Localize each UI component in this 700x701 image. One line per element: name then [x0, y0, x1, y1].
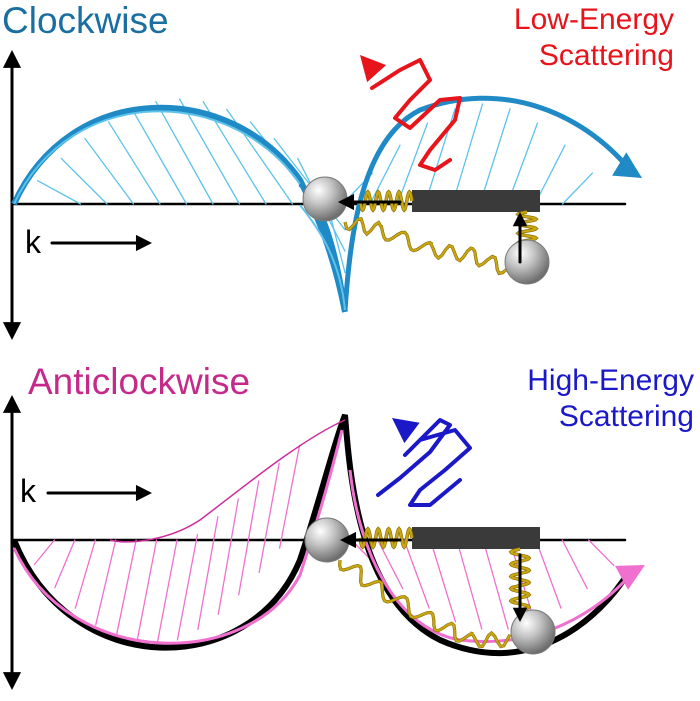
top-molecule-bar: [412, 190, 540, 212]
cw-rung-1-6: [155, 100, 214, 205]
acw-rung-1-8: [176, 533, 199, 641]
clockwise-wave-arch-1: [11, 104, 348, 313]
high-energy-photon-arrowhead: [392, 418, 420, 444]
acw-rung-1-2: [54, 539, 76, 589]
acw-rung-2-9: [561, 539, 588, 590]
low-energy-line: Low-Energy: [513, 3, 674, 36]
acw-rung-2-8: [535, 539, 562, 609]
clockwise-wave-dip: [299, 204, 346, 311]
bottom-wavy-spring: [338, 559, 511, 648]
acw-rung-1-3: [74, 539, 96, 609]
acw-rung-2-6: [482, 539, 509, 630]
acw-rung-1-9: [197, 516, 219, 631]
acw-rung-2-10: [587, 539, 615, 567]
scattering-line-top: Scattering: [538, 39, 674, 72]
top-wavy-spring-shadow: [343, 216, 513, 276]
cw-rung-1-3: [84, 137, 135, 205]
acw-rung-2-5: [456, 539, 483, 630]
top-ball-right-motion-arrow-head: [512, 212, 528, 227]
clockwise-wave-highlight: [13, 110, 301, 205]
bottom-ball-right-motion-arrow-head: [512, 607, 528, 622]
cw-rung-2-3: [396, 122, 429, 205]
cw-rung-1-1: [36, 179, 82, 205]
low-energy-photon-arrowhead: [360, 55, 387, 83]
top-ball-left: [302, 176, 348, 222]
cw-rung-2-9: [561, 172, 594, 205]
acw-rung-1-1: [33, 539, 56, 566]
top-ball-right: [504, 239, 550, 285]
anticlockwise-wave-arch-1: [12, 429, 344, 645]
wavevector-k-label-bottom: k: [20, 473, 36, 509]
bottom-k-arrow-head: [135, 484, 152, 502]
acw-rung-1-6: [135, 539, 158, 645]
top-wavy-spring: [344, 217, 513, 275]
acw-rung-2-2: [377, 539, 404, 590]
cw-rung-1-7: [178, 98, 241, 205]
top-k-arrow-head: [135, 234, 152, 252]
cw-rung-2-2: [369, 144, 401, 205]
scattering-line-bottom: Scattering: [558, 400, 694, 433]
clockwise-wave-arrowhead: [612, 152, 642, 178]
top-ball-left-motion-arrow-head: [338, 193, 355, 211]
acw-rung-2-4: [429, 539, 457, 623]
clockwise-wave-arch-2: [298, 95, 632, 311]
high-energy-scattering-label: High-Energy Scattering: [527, 363, 694, 435]
cw-rung-1-5: [131, 108, 188, 205]
anticlockwise-wave-shadow: [11, 413, 633, 656]
bottom-ball-right: [510, 609, 556, 655]
anticlockwise-title: Anticlockwise: [28, 361, 251, 402]
cw-rung-2-6: [479, 108, 511, 205]
bottom-molecule-bar: [412, 527, 540, 549]
acw-rung-2-3: [403, 539, 430, 609]
acw-rung-1-11: [238, 480, 260, 596]
high-energy-photon: [376, 418, 472, 507]
acw-rung-1-13: [278, 444, 301, 549]
wavevector-k-label-top: k: [25, 224, 41, 260]
anticlockwise-wave-arrowhead: [615, 565, 645, 590]
clockwise-title: Clockwise: [2, 0, 169, 41]
acw-rung-1-12: [258, 462, 280, 574]
acw-rung-1-4: [95, 539, 117, 626]
high-energy-line: High-Energy: [527, 364, 694, 397]
bottom-spring-left: [358, 527, 414, 549]
cw-rung-2-5: [451, 103, 484, 205]
acw-rung-1-7: [156, 539, 178, 646]
anticlockwise-wave-twist: [109, 419, 346, 543]
acw-rung-1-10: [217, 498, 239, 615]
acw-rung-1-5: [115, 539, 137, 638]
low-energy-scattering-label: Low-Energy Scattering: [514, 2, 674, 74]
cw-rung-1-2: [60, 157, 108, 205]
bottom-ball-left-motion-arrow-head: [340, 531, 357, 549]
low-energy-photon: [370, 58, 462, 172]
cw-rung-1-4: [107, 121, 161, 205]
